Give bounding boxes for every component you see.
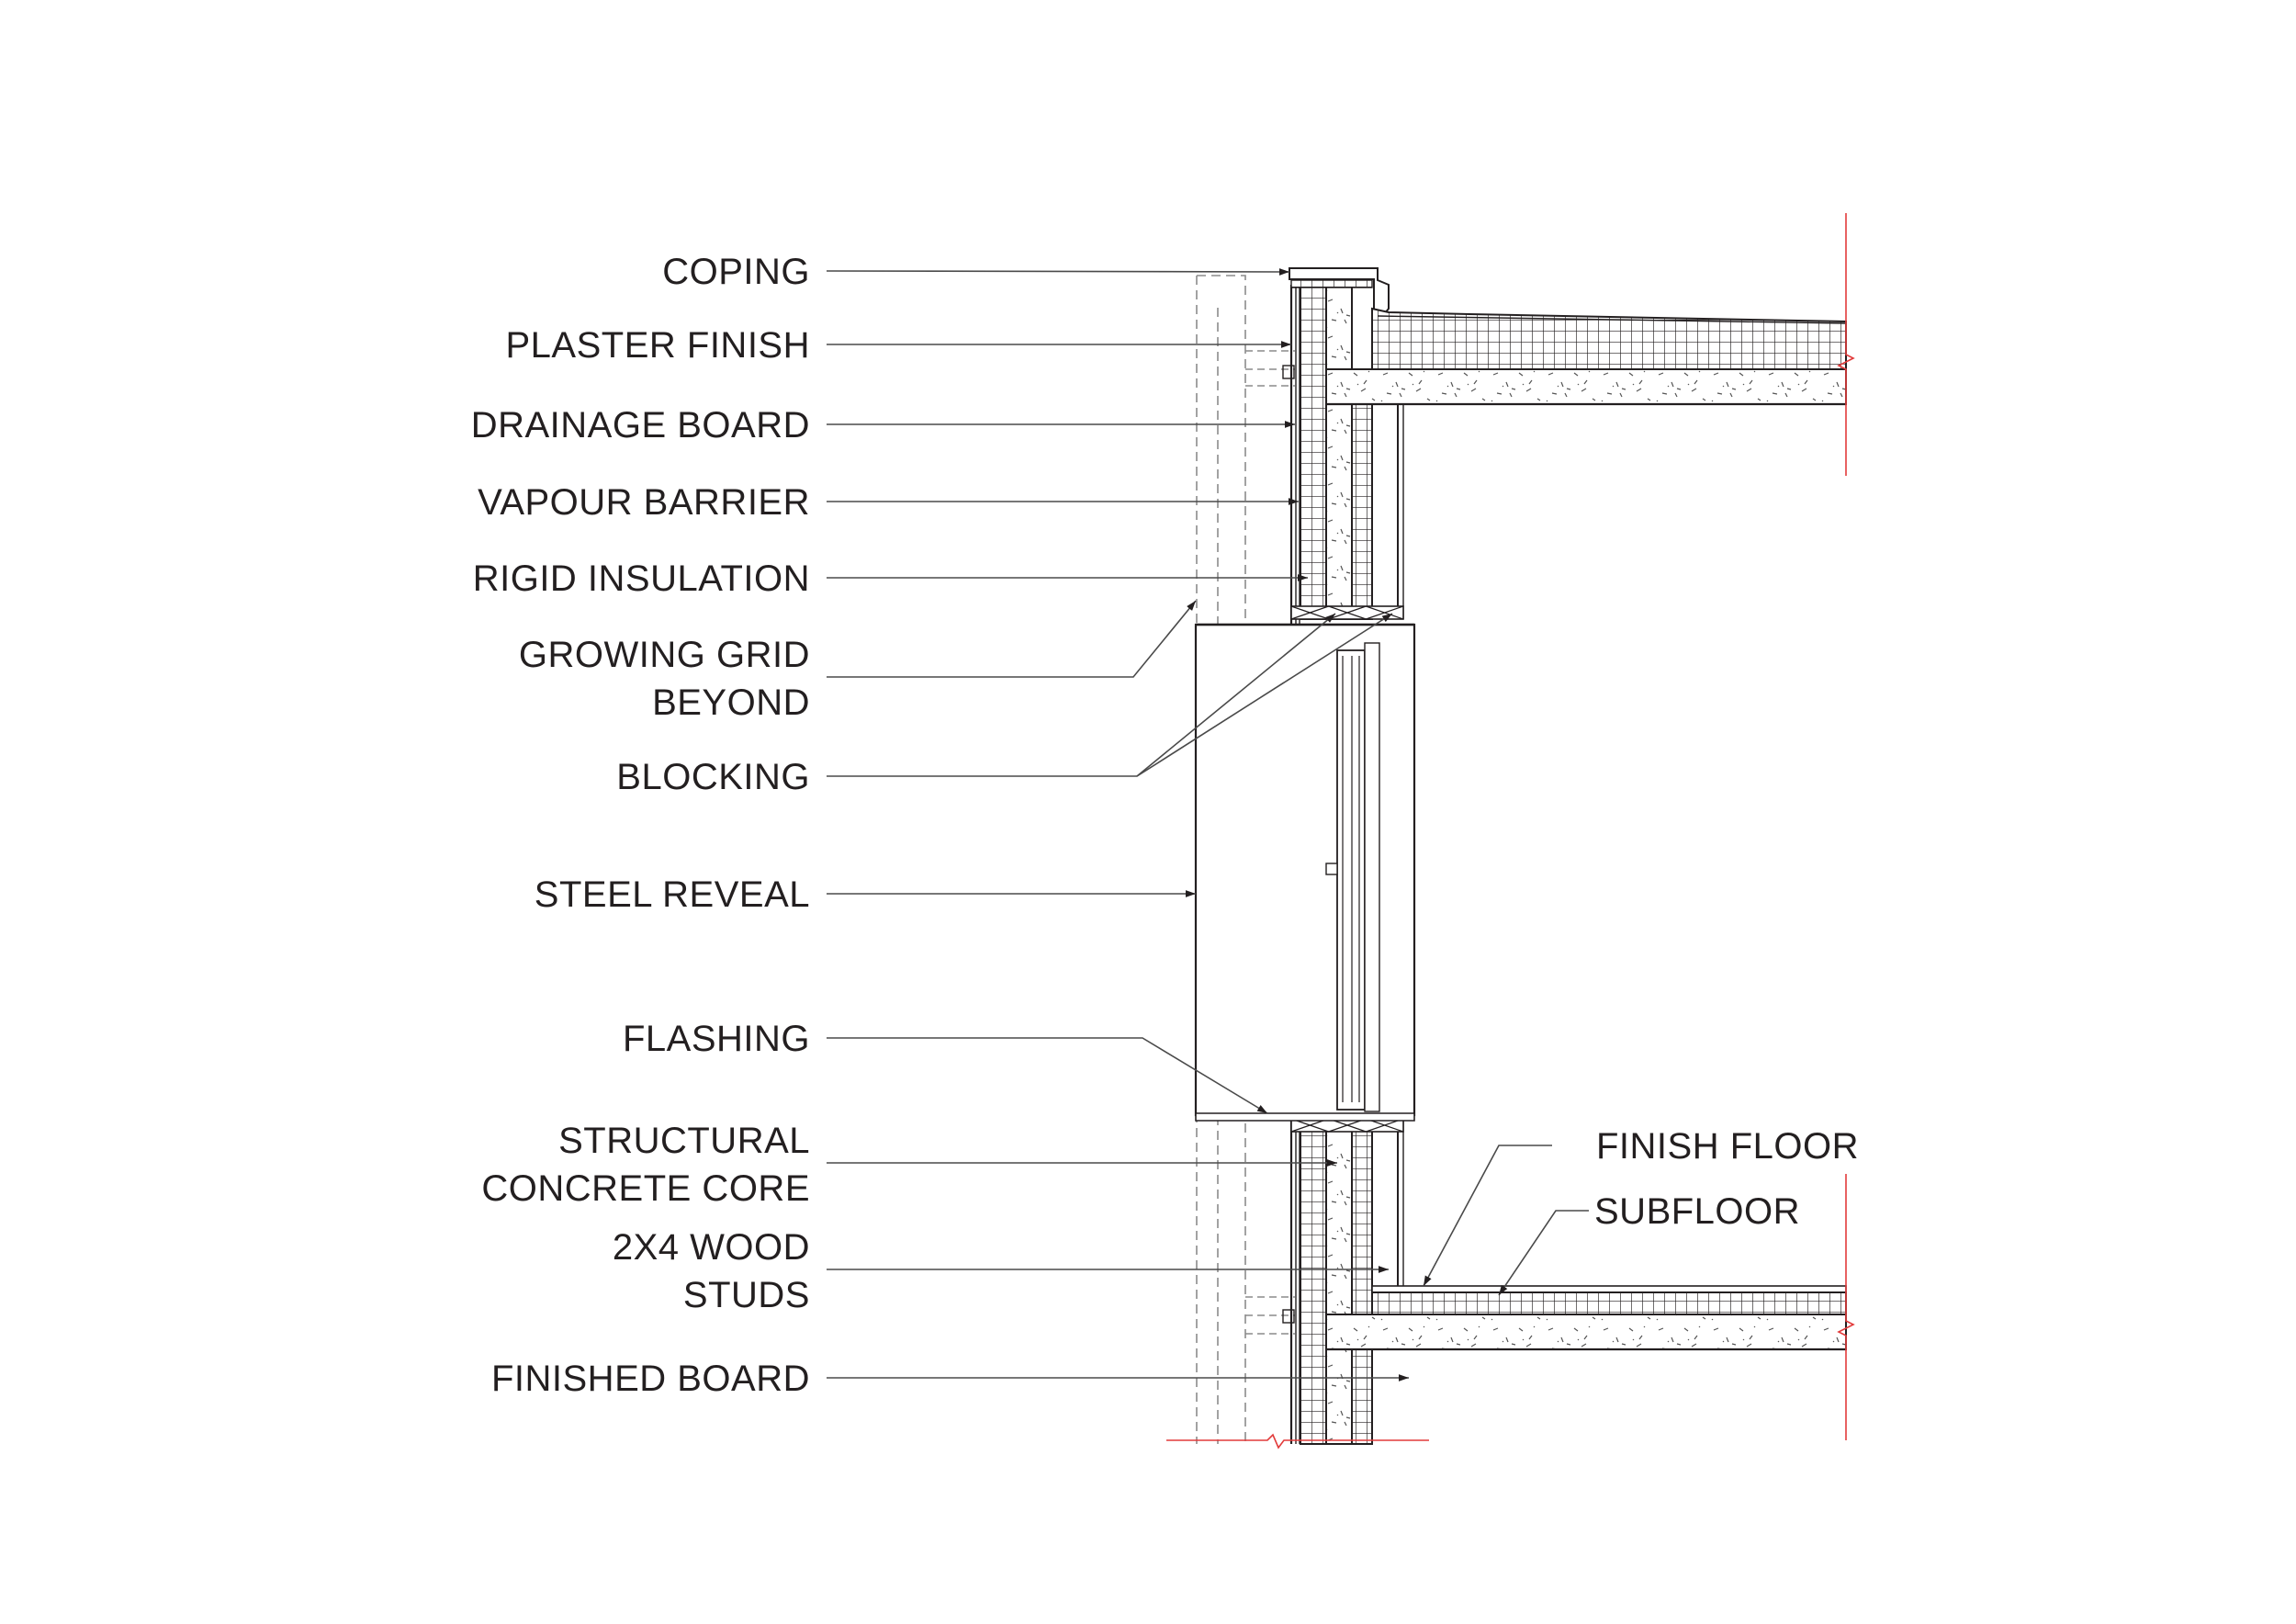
breakline-roof <box>1837 213 1855 476</box>
label-growing-grid-beyond: GROWING GRID BEYOND <box>519 631 810 727</box>
label-finished-board: FINISHED BOARD <box>491 1355 810 1403</box>
label-rigid-insulation: RIGID INSULATION <box>473 555 810 603</box>
leader-subfloor <box>1498 1210 1589 1296</box>
grid-anchor-top <box>1282 365 1295 379</box>
concrete-core-lower <box>1325 1118 1353 1445</box>
roof-concrete-slab <box>1325 368 1847 405</box>
wood-stud-upper <box>1351 394 1373 620</box>
concrete-core-upper <box>1325 286 1353 620</box>
grid-clip-bottom <box>1245 1296 1295 1335</box>
window-handle <box>1325 863 1338 875</box>
label-plaster-finish: PLASTER FINISH <box>505 321 810 369</box>
label-finish-floor-line-1: FINISH FLOOR <box>1596 1126 1860 1167</box>
breakline-base <box>1166 1433 1429 1449</box>
subfloor <box>1371 1291 1847 1315</box>
label-structural-concrete-core: STRUCTURAL CONCRETE CORE <box>481 1117 810 1212</box>
label-finish-floor: FINISH FLOOR <box>1596 1122 1859 1170</box>
label-structural-concrete-core-line-2: CONCRETE CORE <box>481 1168 810 1209</box>
roof-membrane <box>1377 315 1847 324</box>
flashing <box>1195 1112 1415 1122</box>
label-blocking-line-1: BLOCKING <box>616 757 810 797</box>
label-structural-concrete-core-line-1: STRUCTURAL <box>558 1121 810 1161</box>
steel-reveal <box>1194 623 1416 1117</box>
label-vapour-barrier: VAPOUR BARRIER <box>478 479 810 526</box>
label-2x4-wood-studs-line-1: 2X4 WOOD <box>612 1227 810 1268</box>
rigid-insulation-upper <box>1300 286 1327 620</box>
label-finished-board-line-1: FINISHED BOARD <box>490 1359 810 1399</box>
coping-board <box>1290 279 1373 288</box>
grid-clip-top <box>1245 350 1295 387</box>
leader-blocking-2 <box>1136 613 1393 777</box>
rigid-insulation-lower <box>1300 1118 1327 1445</box>
label-growing-grid-beyond-line-2: BEYOND <box>652 682 810 723</box>
label-vapour-barrier-line-1: VAPOUR BARRIER <box>478 482 810 523</box>
label-flashing-line-1: FLASHING <box>622 1019 810 1059</box>
blocking-top-x2 <box>1366 605 1404 620</box>
roof-insulation <box>1371 307 1847 370</box>
label-subfloor-line-1: SUBFLOOR <box>1594 1191 1801 1232</box>
label-2x4-wood-studs-line-2: STUDS <box>682 1275 810 1315</box>
window-frame <box>1336 649 1366 1111</box>
label-blocking: BLOCKING <box>616 753 810 801</box>
label-rigid-insulation-line-1: RIGID INSULATION <box>472 558 810 599</box>
floor-concrete-slab <box>1325 1314 1847 1350</box>
leader-flashing <box>827 1037 1268 1114</box>
leader-finish-floor <box>1423 1145 1552 1287</box>
blocking-top-x2 <box>1290 605 1329 620</box>
label-subfloor: SUBFLOOR <box>1594 1188 1800 1235</box>
label-plaster-finish-line-1: PLASTER FINISH <box>505 325 810 366</box>
label-coping-line-1: COPING <box>662 252 810 292</box>
finish-floor <box>1371 1285 1847 1293</box>
label-steel-reveal-line-1: STEEL REVEAL <box>534 874 810 915</box>
breakline-floor <box>1837 1174 1855 1440</box>
label-growing-grid-beyond-line-1: GROWING GRID <box>518 635 810 675</box>
label-steel-reveal: STEEL REVEAL <box>535 871 810 919</box>
label-2x4-wood-studs: 2X4 WOOD STUDS <box>613 1224 810 1319</box>
grid-anchor-bottom <box>1282 1309 1295 1324</box>
label-flashing: FLASHING <box>623 1015 810 1063</box>
leader-coping <box>826 268 1290 276</box>
label-drainage-board: DRAINAGE BOARD <box>471 401 810 449</box>
wood-stud-lower <box>1351 1118 1373 1445</box>
window-sash <box>1364 642 1380 1112</box>
label-coping: COPING <box>662 248 810 296</box>
label-drainage-board-line-1: DRAINAGE BOARD <box>470 405 810 445</box>
leader-growing-grid-beyond <box>827 600 1197 678</box>
